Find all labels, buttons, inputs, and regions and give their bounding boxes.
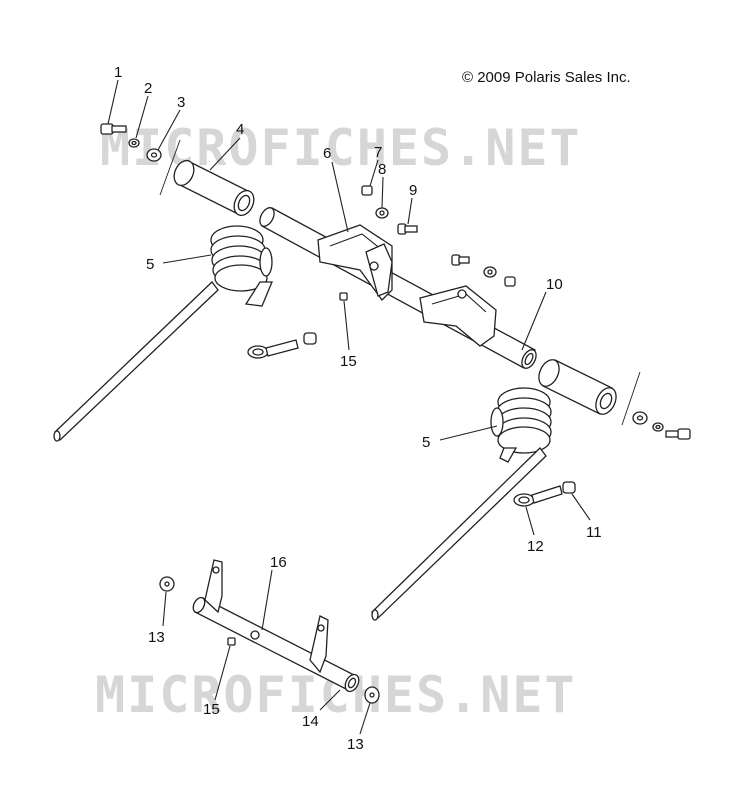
callout-5-right: 5 — [422, 434, 430, 451]
centerline-right — [621, 371, 641, 426]
bolt-1 — [100, 123, 127, 135]
copyright-text: © 2009 Polaris Sales Inc. — [462, 69, 631, 86]
washer-13-right — [364, 686, 380, 704]
callout-3: 3 — [177, 94, 185, 111]
callout-2: 2 — [144, 80, 152, 97]
grease-fitting-15-upper — [339, 292, 348, 301]
nut-7-right — [504, 276, 516, 287]
eyebolt-12-left — [247, 339, 299, 359]
callout-4: 4 — [236, 121, 244, 138]
callout-14: 14 — [302, 713, 319, 730]
callout-8: 8 — [378, 161, 386, 178]
nut-7 — [361, 185, 373, 196]
washer-3 — [146, 148, 162, 162]
leader-lines — [107, 79, 591, 735]
callout-15-upper: 15 — [340, 353, 357, 370]
callout-13-left: 13 — [148, 629, 165, 646]
callout-13-right: 13 — [347, 736, 364, 753]
washer-2 — [128, 138, 140, 148]
bolt-9 — [397, 223, 418, 235]
bolt-9-right — [451, 254, 470, 266]
callout-15-lower: 15 — [203, 701, 220, 718]
callout-5-left: 5 — [146, 256, 154, 273]
callout-6: 6 — [323, 145, 331, 162]
washer-2-right — [652, 422, 664, 432]
bracket-right — [419, 285, 497, 347]
grease-fitting-15-lower — [227, 637, 236, 646]
callout-11: 11 — [586, 524, 602, 541]
nut-11-left — [303, 332, 317, 345]
washer-3-right — [632, 411, 648, 425]
watermark-top: MICROFICHES.NET — [100, 119, 582, 177]
torsion-spring-5-right — [371, 387, 552, 621]
bushing-4-left — [173, 159, 255, 217]
washer-8 — [375, 207, 389, 219]
callout-7: 7 — [374, 144, 382, 161]
nut-11 — [562, 481, 576, 494]
bracket-6-left — [317, 224, 393, 301]
lower-shaft-16 — [192, 559, 360, 693]
callout-1: 1 — [114, 64, 122, 81]
callout-9: 9 — [409, 182, 417, 199]
washer-8-right — [483, 266, 497, 278]
callout-16: 16 — [270, 554, 287, 571]
washer-13-left — [159, 576, 175, 592]
callout-10: 10 — [546, 276, 563, 293]
bushing-4-right — [538, 359, 617, 415]
torsion-spring-5-left — [53, 225, 273, 442]
centerline-left — [159, 139, 181, 196]
eyebolt-12 — [513, 485, 563, 507]
callout-12: 12 — [527, 538, 544, 555]
bolt-1-right — [665, 428, 691, 440]
